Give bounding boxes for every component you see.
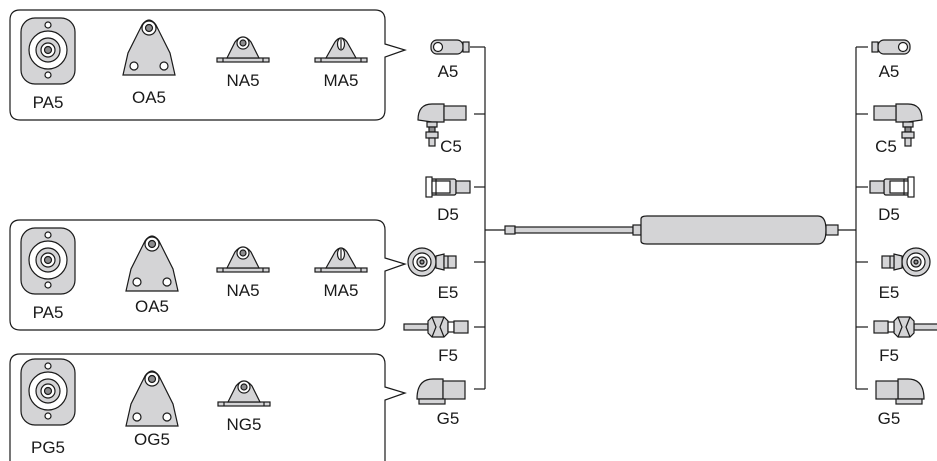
triangle-plate-icon — [125, 235, 179, 292]
fitting-label: C5 — [440, 137, 462, 156]
mount-label: NA5 — [226, 71, 259, 90]
mount-label: PA5 — [33, 303, 64, 322]
round-flange-icon — [20, 17, 76, 85]
rod-end-bearing-icon — [407, 247, 457, 277]
fitting-label: D5 — [878, 205, 900, 224]
mount-label: NG5 — [227, 415, 262, 434]
mount-label: MA5 — [324, 281, 359, 300]
fitting-label: G5 — [878, 409, 901, 428]
fitting-label: C5 — [875, 137, 897, 156]
triangle-plate-icon — [125, 370, 179, 427]
mount-label: OA5 — [132, 88, 166, 107]
triangle-plate-icon — [122, 19, 176, 76]
angle-bracket-icon — [217, 380, 271, 407]
clevis-icon — [425, 176, 471, 198]
rod-end-bearing-icon — [881, 247, 931, 277]
fitting-label: E5 — [879, 283, 900, 302]
mount-label: NA5 — [226, 281, 259, 300]
fitting-label: A5 — [438, 62, 459, 81]
angle-bracket-icon — [216, 36, 270, 63]
gas-spring-icon — [504, 215, 839, 245]
slim-bracket-icon — [314, 37, 368, 63]
fitting-label: E5 — [438, 283, 459, 302]
callout-box — [9, 353, 407, 461]
callout-box — [9, 9, 407, 121]
angle-joint-icon — [875, 378, 925, 405]
clevis-icon — [869, 176, 915, 198]
angle-bracket-icon — [216, 246, 270, 273]
fitting-label: D5 — [437, 205, 459, 224]
eye-end-icon — [871, 39, 911, 55]
fitting-label: G5 — [437, 409, 460, 428]
mount-label: PG5 — [31, 438, 65, 457]
round-flange-icon — [20, 358, 76, 426]
mount-label: MA5 — [324, 71, 359, 90]
ball-socket-icon — [873, 316, 937, 338]
fitting-label: F5 — [879, 346, 899, 365]
mount-label: OG5 — [134, 430, 170, 449]
slim-bracket-icon — [314, 247, 368, 273]
callout-box — [9, 219, 407, 331]
mount-label: OA5 — [135, 297, 169, 316]
round-flange-icon — [20, 227, 76, 295]
eye-end-icon — [430, 39, 470, 55]
mount-label: PA5 — [33, 93, 64, 112]
ball-socket-icon — [403, 316, 469, 338]
angle-joint-icon — [416, 378, 466, 405]
fitting-label: F5 — [438, 346, 458, 365]
fitting-label: A5 — [879, 62, 900, 81]
